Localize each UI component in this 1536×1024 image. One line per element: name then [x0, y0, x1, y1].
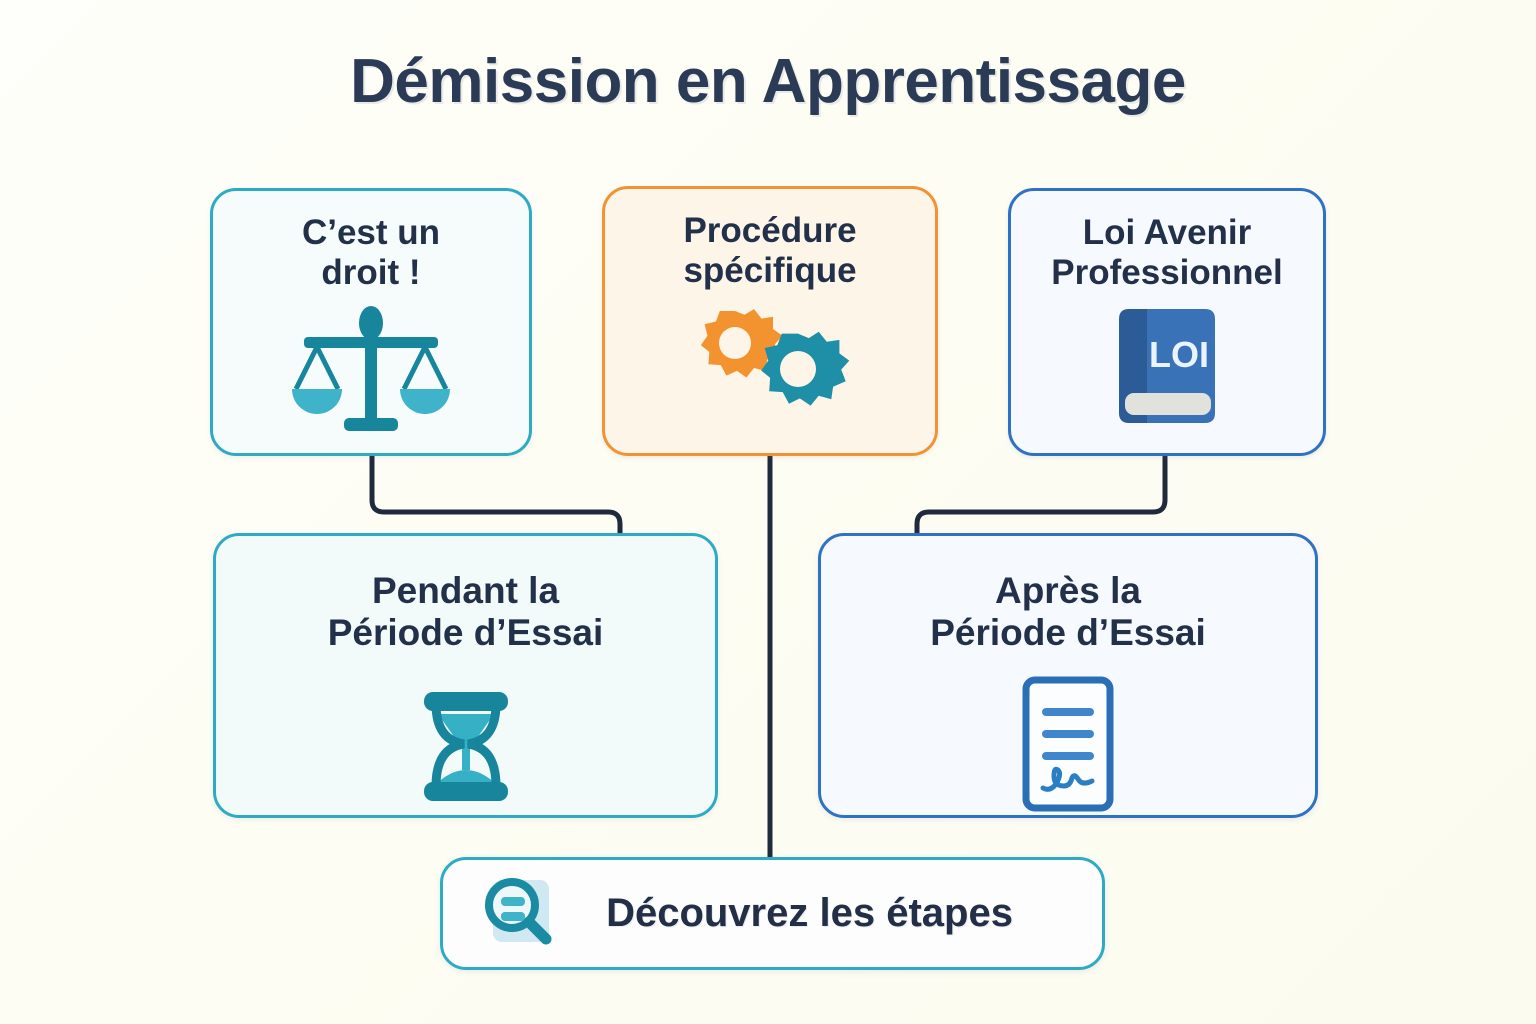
cta-decouvrez-les-etapes-button[interactable]: Découvrez les étapes: [440, 857, 1105, 970]
gears-icon: [680, 303, 860, 423]
svg-text:LOI: LOI: [1149, 334, 1209, 375]
law-book-icon: LOI: [1107, 305, 1227, 427]
card-title-loi: Loi Avenir Professionnel: [1051, 213, 1283, 292]
page-title: Démission en Apprentissage: [350, 47, 1186, 116]
card-apres-periode-essai[interactable]: Après la Période d’Essai: [818, 533, 1318, 818]
connector-loi-to-apres: [914, 453, 1168, 538]
card-pendant-periode-essai[interactable]: Pendant la Période d’Essai: [213, 533, 718, 818]
card-procedure-specifique[interactable]: Procédure spécifique: [602, 186, 938, 456]
hourglass-icon: [410, 674, 522, 814]
cta-label: Découvrez les étapes: [606, 891, 1013, 935]
card-cest-un-droit[interactable]: C’est un droit !: [210, 188, 532, 456]
card-loi-avenir-professionnel[interactable]: Loi Avenir Professionnel LOI: [1008, 188, 1326, 456]
card-title-droit: C’est un droit !: [301, 213, 441, 292]
connector-droit-to-pendant: [369, 453, 623, 538]
signed-document-icon: [1012, 674, 1124, 814]
card-title-pendant: Pendant la Période d’Essai: [327, 570, 604, 654]
card-title-procedure: Procédure spécifique: [683, 211, 857, 290]
scales-of-justice-icon: [286, 305, 456, 433]
card-title-apres: Après la Période d’Essai: [930, 570, 1206, 654]
magnifier-document-icon: [479, 872, 557, 955]
